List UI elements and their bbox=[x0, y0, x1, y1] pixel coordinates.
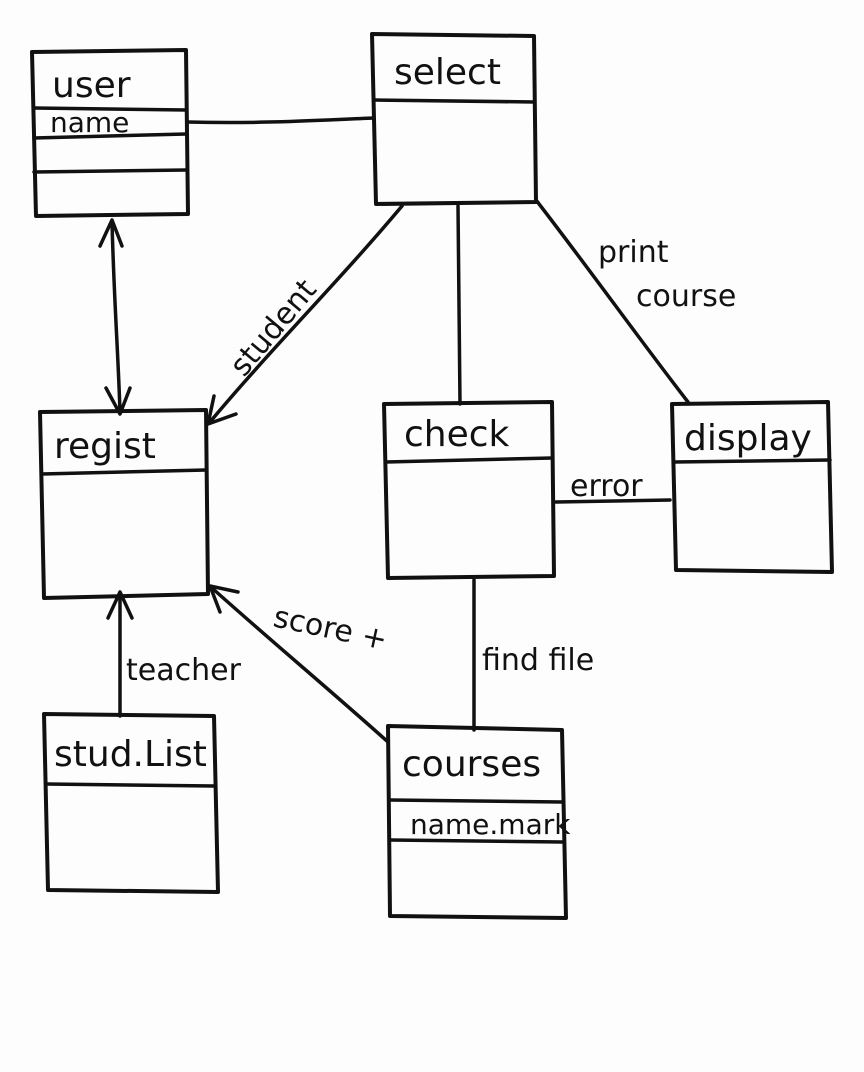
class-user: user name bbox=[30, 48, 190, 218]
class-courses-attribute: name.mark bbox=[410, 808, 571, 841]
class-regist-name: regist bbox=[54, 426, 156, 467]
class-courses-name: courses bbox=[402, 744, 541, 785]
user-select-association bbox=[186, 116, 376, 125]
edge-label-error: error bbox=[570, 469, 643, 504]
user-regist-association bbox=[110, 220, 122, 414]
edge-label-course: course bbox=[636, 279, 736, 314]
class-stud-list: stud.List bbox=[42, 712, 220, 894]
class-regist: regist bbox=[38, 408, 210, 600]
class-select: select bbox=[370, 32, 538, 206]
select-display-association bbox=[534, 198, 690, 404]
edge-label-find-file: find file bbox=[482, 643, 594, 678]
class-courses: courses name.mark bbox=[386, 724, 571, 920]
class-display: display bbox=[670, 400, 834, 574]
class-stud-list-name: stud.List bbox=[54, 734, 207, 775]
check-display-error bbox=[554, 498, 672, 504]
score-arrowhead bbox=[208, 584, 240, 614]
class-check: check bbox=[382, 400, 556, 580]
class-check-name: check bbox=[404, 414, 510, 455]
edge-label-student: student bbox=[223, 273, 324, 384]
class-display-name: display bbox=[684, 418, 812, 459]
select-regist-student bbox=[208, 204, 404, 424]
teacher-arrowhead bbox=[106, 590, 134, 620]
class-select-name: select bbox=[394, 52, 501, 93]
class-user-attribute: name bbox=[50, 106, 129, 139]
user-end-arrowhead bbox=[98, 218, 124, 248]
edge-label-print: print bbox=[598, 235, 669, 270]
edge-label-score: score + bbox=[270, 600, 390, 658]
class-user-name: user bbox=[52, 65, 131, 106]
connectors bbox=[98, 116, 690, 744]
regist-end-arrowhead bbox=[104, 386, 132, 416]
select-check-association bbox=[456, 204, 462, 406]
edge-label-teacher: teacher bbox=[126, 653, 242, 688]
courses-regist-score bbox=[210, 586, 390, 744]
